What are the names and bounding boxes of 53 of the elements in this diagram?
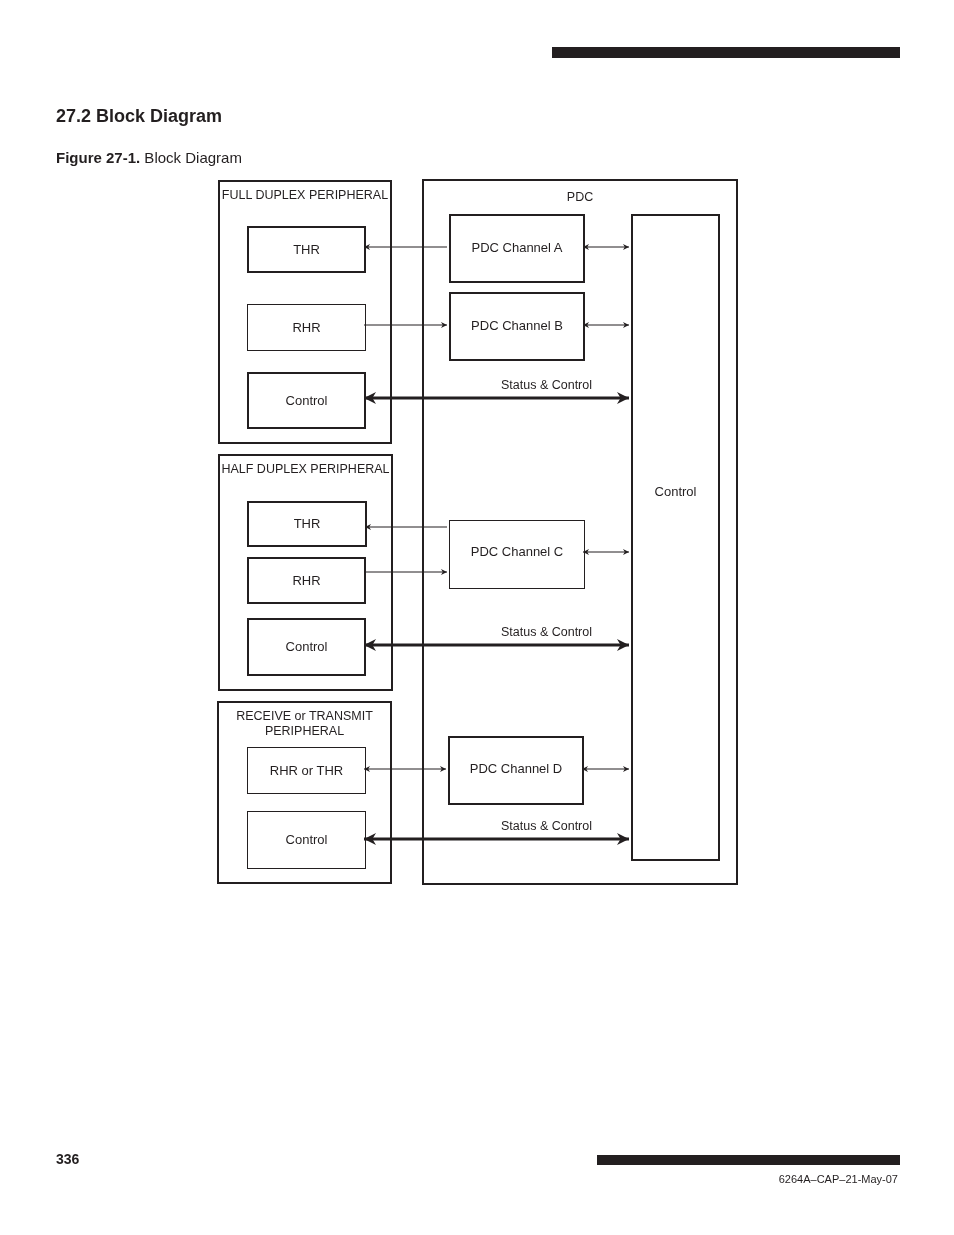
block-box <box>247 557 366 604</box>
block-box <box>448 736 584 805</box>
bus-arrow <box>364 392 629 404</box>
block-label: Control <box>653 484 698 500</box>
block-box <box>247 372 366 429</box>
block-box <box>449 520 585 589</box>
block-label: Control <box>284 639 329 655</box>
block-box <box>247 747 366 794</box>
arrow <box>364 524 448 530</box>
group-title: HALF DUPLEX PERIPHERAL <box>220 462 391 477</box>
arrow <box>363 766 447 772</box>
block-label: PDC Channel A <box>470 240 564 256</box>
group-title: PDC <box>565 190 595 205</box>
group-box <box>217 701 392 884</box>
arrow <box>363 569 448 575</box>
group-box <box>218 180 392 444</box>
block-label: Control <box>284 832 329 848</box>
block-label: RHR or THR <box>268 762 345 779</box>
arrow <box>363 244 448 250</box>
group-title: RECEIVE or TRANSMIT PERIPHERAL <box>235 709 374 739</box>
block-label: THR <box>292 241 321 258</box>
block-box <box>247 618 366 676</box>
section-title: 27.2 Block Diagram <box>56 106 223 127</box>
arrow <box>582 244 630 250</box>
figure-caption: Figure 27-1. Block Diagram <box>56 149 242 166</box>
block-box <box>247 501 367 547</box>
block-box <box>631 214 720 861</box>
block-label: RHR <box>291 319 322 336</box>
arrow <box>581 766 630 772</box>
edge-label: Status & Control <box>498 819 595 833</box>
block-box <box>449 214 585 283</box>
block-label: PDC Channel D <box>468 761 564 777</box>
block-label: RHR <box>291 572 322 589</box>
bus-arrow <box>364 639 629 651</box>
arrow <box>582 322 630 328</box>
block-box <box>247 304 366 351</box>
arrow <box>363 322 448 328</box>
block-label: PDC Channel C <box>469 544 565 560</box>
block-label: THR <box>292 516 322 532</box>
group-box <box>422 179 738 885</box>
edge-label: Status & Control <box>498 378 595 392</box>
page-number: 336 <box>56 1151 80 1167</box>
group-title: FULL DUPLEX PERIPHERAL <box>220 188 390 203</box>
block-box <box>247 811 366 869</box>
edge-label: Status & Control <box>498 625 595 639</box>
block-label: PDC Channel B <box>470 318 564 334</box>
block-box <box>449 292 585 361</box>
group-box <box>218 454 393 691</box>
arrow <box>582 549 630 555</box>
document-reference: 6264A–CAP–21-May-07 <box>778 1173 898 1185</box>
bus-arrow <box>364 833 629 845</box>
block-label: Control <box>284 392 329 409</box>
block-box <box>247 226 366 273</box>
